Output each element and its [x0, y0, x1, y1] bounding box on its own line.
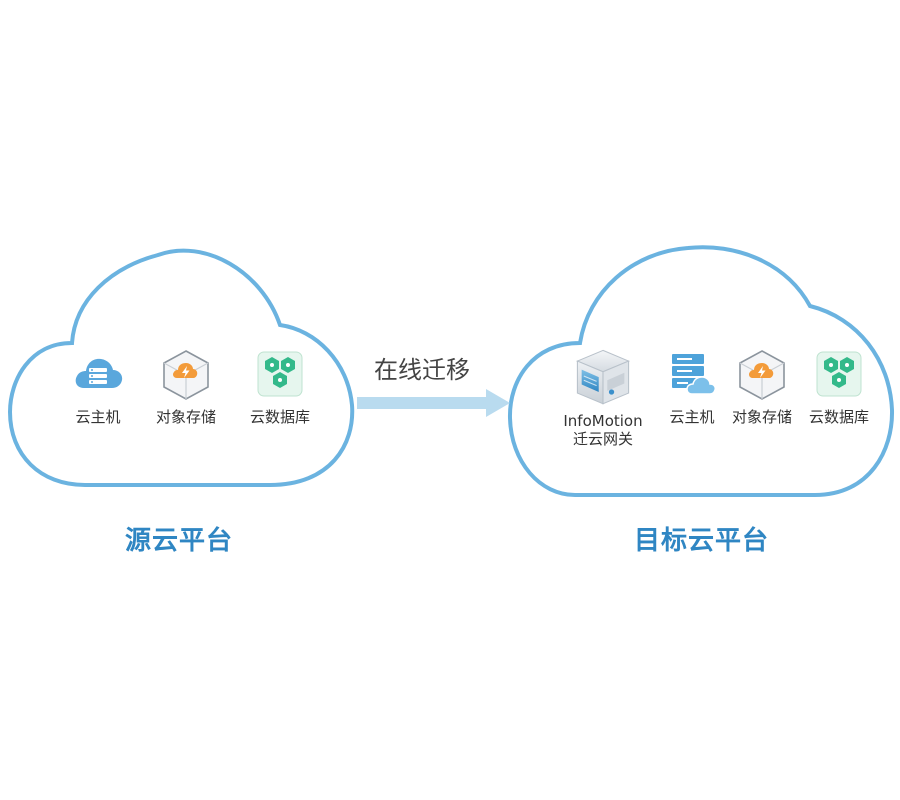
cloud-server-icon [75, 358, 123, 388]
gateway-label-line1: InfoMotion [563, 412, 643, 430]
source-cloud-server: 云主机 [53, 348, 143, 426]
target-cloud-server-label: 云主机 [669, 408, 715, 426]
target-object-storage-label: 对象存储 [731, 408, 792, 426]
source-platform-title: 源云平台 [125, 526, 234, 556]
target-cloud-database-label: 云数据库 [808, 408, 869, 426]
source-object-storage: 对象存储 [141, 348, 231, 426]
target-migration-gateway: InfoMotion 迁云网关 [558, 344, 648, 448]
target-object-storage: 对象存储 [717, 348, 807, 426]
source-cloud-database-label: 云数据库 [249, 408, 310, 426]
migration-label: 在线迁移 [374, 356, 470, 384]
source-object-storage-label: 对象存储 [155, 408, 216, 426]
target-platform-title: 目标云平台 [634, 526, 770, 556]
cloud-database-icon [816, 351, 862, 397]
target-cloud-database: 云数据库 [794, 348, 884, 426]
migration-arrow [357, 389, 510, 417]
cloud-database-icon [257, 351, 303, 397]
gateway-label-line2: 迁云网关 [572, 430, 633, 448]
server-rack-cloud-icon [672, 354, 716, 395]
target-cloud-server: 云主机 [647, 348, 737, 426]
object-storage-icon [739, 350, 785, 400]
migration-gateway-box-icon [576, 349, 630, 405]
source-cloud-server-label: 云主机 [75, 408, 121, 426]
source-cloud-database: 云数据库 [235, 348, 325, 426]
gateway-label: InfoMotion 迁云网关 [563, 412, 642, 448]
object-storage-icon [163, 350, 209, 400]
